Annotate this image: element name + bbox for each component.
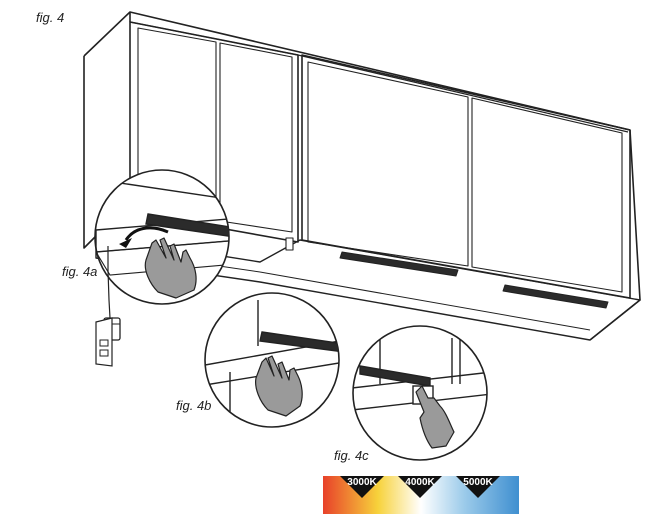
label-5000k: 5000K: [463, 477, 493, 488]
figure-label-b: fig. 4b: [176, 398, 211, 413]
marker-5000k: [456, 476, 500, 498]
finger-press-icon: [415, 385, 455, 449]
curved-arrow-icon: [119, 226, 169, 248]
color-temperature-scale: 3000K 4000K 5000K: [323, 476, 519, 514]
hand-icon: [255, 355, 303, 417]
label-4000k: 4000K: [405, 477, 435, 488]
figure-label-a: fig. 4a: [62, 264, 97, 279]
label-3000k: 3000K: [347, 477, 377, 488]
cabinet: [83, 11, 641, 341]
figure-label-c: fig. 4c: [334, 448, 369, 463]
wall-outlet-icon: [95, 317, 113, 367]
detail-circle-c: [352, 325, 488, 461]
detail-circle-a: [94, 169, 230, 305]
hand-icon: [144, 237, 197, 299]
power-cable: [107, 246, 111, 319]
detail-circle-b: [204, 292, 340, 428]
marker-3000k: [340, 476, 384, 498]
figure-label-main: fig. 4: [36, 10, 64, 25]
marker-4000k: [398, 476, 442, 498]
